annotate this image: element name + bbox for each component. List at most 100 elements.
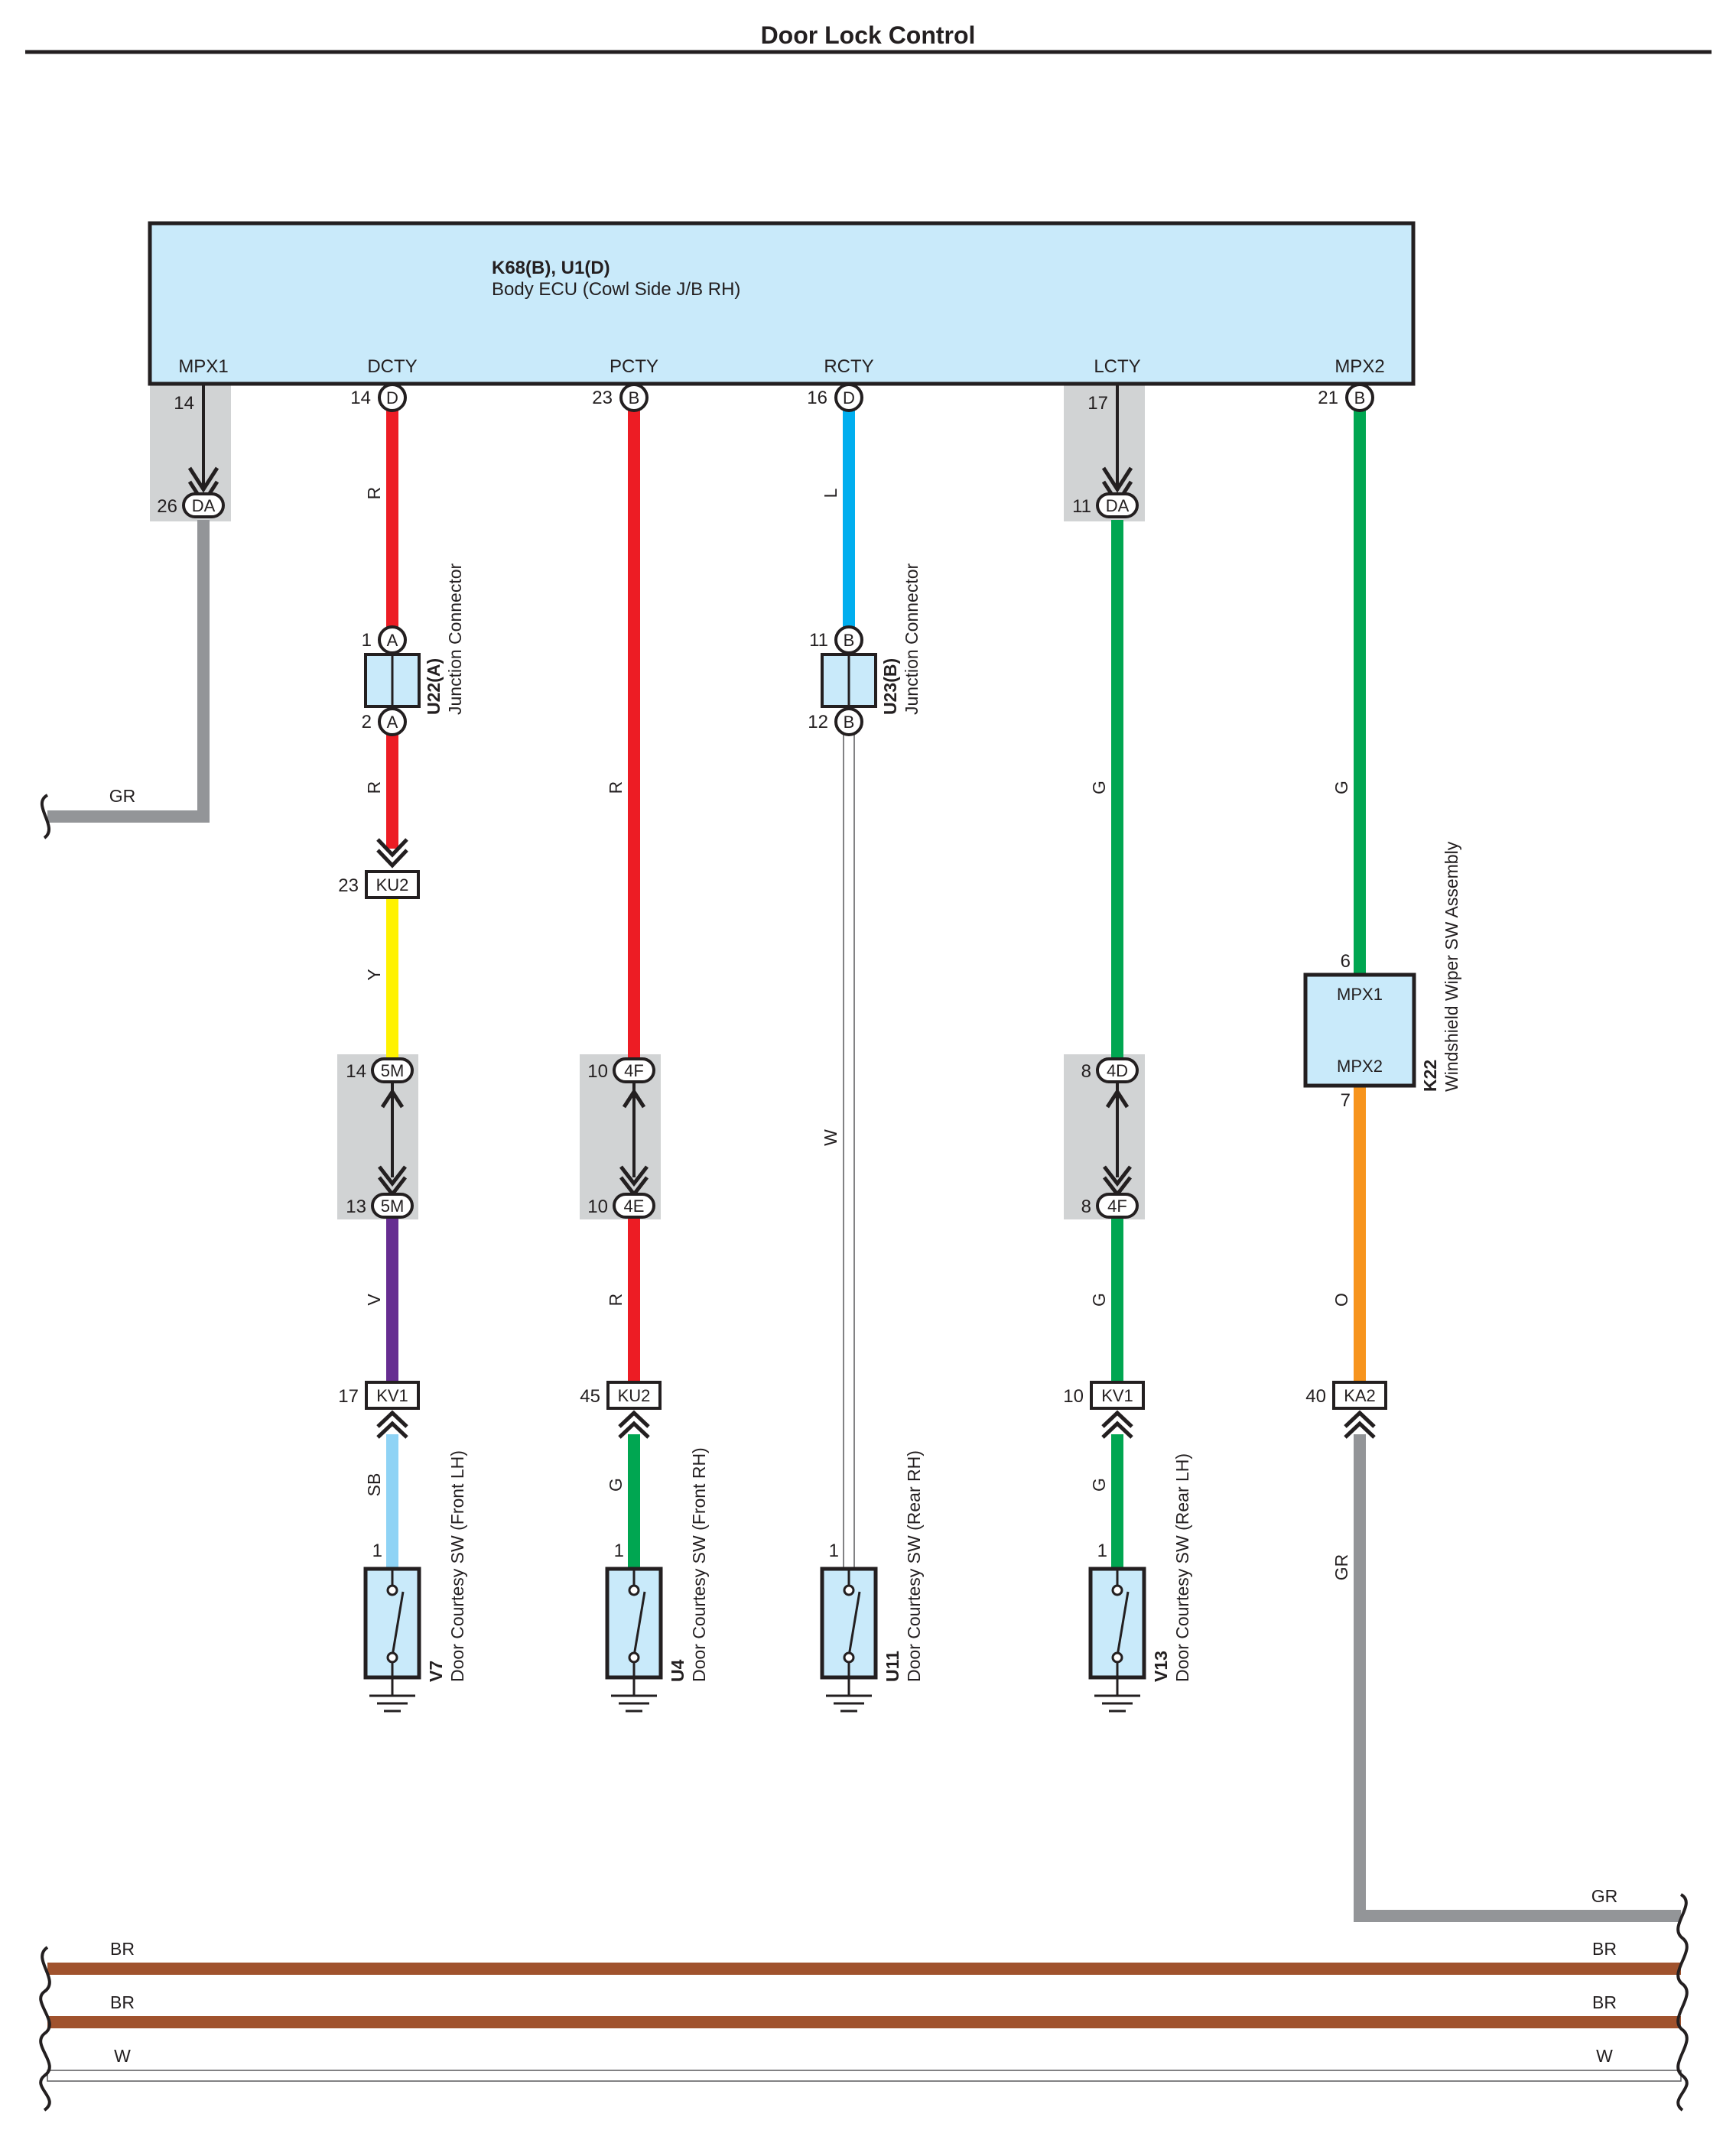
break-bus-right <box>1676 1893 1689 2112</box>
connector-5m: 5M 14 5M 13 <box>346 1057 414 1219</box>
ecu-terminal-lcty: LCTY <box>1094 356 1140 377</box>
pin-number: 14 <box>350 388 371 408</box>
svg-text:G: G <box>1089 781 1109 794</box>
pin-circle <box>378 383 407 412</box>
switch-name: Door Courtesy SW (Front LH) <box>447 1450 467 1682</box>
connector-ku2-top: KU2 23 <box>338 838 420 899</box>
connector-da-right: DA 11 <box>1072 466 1139 518</box>
door-courtesy-switch-u4: 1 U4 Door Courtesy SW (Front RH) <box>605 1447 709 1713</box>
connector-backgrounds <box>150 385 1145 1219</box>
svg-text:MPX2: MPX2 <box>1337 1057 1383 1076</box>
svg-text:R: R <box>606 781 626 794</box>
switch-name: Door Courtesy SW (Rear LH) <box>1172 1453 1192 1682</box>
svg-text:Y: Y <box>364 969 384 980</box>
connector-4d-4f: 4D 8 4F 8 <box>1081 1057 1139 1219</box>
ecu-terminal-mpx2: MPX2 <box>1335 356 1384 377</box>
u23-code: U23(B) <box>880 658 900 715</box>
svg-text:KV1: KV1 <box>1101 1386 1133 1405</box>
ecu-terminal-rcty: RCTY <box>824 356 873 377</box>
pin-number: 16 <box>807 388 827 408</box>
pin-conn-letter: D <box>386 388 398 407</box>
svg-text:11: 11 <box>809 630 828 651</box>
svg-text:1: 1 <box>614 1541 624 1561</box>
svg-text:45: 45 <box>580 1386 600 1407</box>
pin-circle <box>619 383 649 412</box>
switch-code: U4 <box>668 1659 688 1682</box>
svg-text:V: V <box>364 1294 384 1306</box>
svg-text:10: 10 <box>587 1197 608 1217</box>
pin-conn-letter: B <box>629 388 640 407</box>
svg-text:R: R <box>364 781 384 794</box>
pin-number: 21 <box>1318 388 1338 408</box>
ecu-pins: 14 14 D 23 B 16 D 17 21 B <box>174 383 1374 414</box>
svg-text:KU2: KU2 <box>376 875 409 895</box>
svg-text:O: O <box>1331 1293 1351 1307</box>
svg-text:G: G <box>1089 1293 1109 1307</box>
switch-code: V13 <box>1151 1651 1171 1682</box>
svg-text:A: A <box>387 631 398 650</box>
connector-4f-4e: 4F 10 4E 10 <box>587 1057 655 1219</box>
svg-text:MPX1: MPX1 <box>1337 985 1383 1004</box>
svg-text:BR: BR <box>110 1992 135 2012</box>
svg-text:G: G <box>1331 781 1351 794</box>
svg-text:14: 14 <box>346 1061 366 1082</box>
svg-text:KV1: KV1 <box>376 1386 408 1405</box>
u22-code: U22(A) <box>424 658 444 715</box>
wiper-switch-k22: MPX1 MPX2 6 7 K22 Windshield Wiper SW As… <box>1303 841 1461 1111</box>
junction-connector-u23: B 11 B 12 U23(B) Junction Connector <box>808 563 922 736</box>
ground-icon <box>824 1676 873 1713</box>
switch-name: Door Courtesy SW (Rear RH) <box>904 1450 924 1682</box>
svg-text:G: G <box>1089 1478 1109 1492</box>
svg-text:13: 13 <box>346 1197 366 1217</box>
svg-text:BR: BR <box>1592 1939 1617 1959</box>
svg-text:1: 1 <box>829 1541 839 1561</box>
svg-text:GR: GR <box>1331 1554 1351 1581</box>
svg-text:12: 12 <box>808 712 828 732</box>
wiper-name: Windshield Wiper SW Assembly <box>1442 841 1461 1092</box>
pin-conn-letter: D <box>843 388 855 407</box>
wiper-code: K22 <box>1420 1060 1440 1092</box>
svg-text:23: 23 <box>338 875 359 896</box>
svg-text:GR: GR <box>1591 1886 1618 1906</box>
pin-number: 11 <box>1072 496 1091 517</box>
wire-mpx2-gr <box>1354 1434 1681 1922</box>
svg-text:5M: 5M <box>381 1061 405 1080</box>
pin-number: 14 <box>174 393 194 414</box>
svg-text:8: 8 <box>1081 1061 1091 1082</box>
bus-wire-labels: GR GR BR BR BR BR W W <box>109 786 1618 2066</box>
pin-circle <box>834 383 863 412</box>
page-title: Door Lock Control <box>761 21 976 49</box>
ecu-terminal-pcty: PCTY <box>610 356 658 377</box>
door-courtesy-switch-v13: 1 V13 Door Courtesy SW (Rear LH) <box>1088 1453 1192 1713</box>
svg-text:B: B <box>844 713 855 732</box>
wire-gr-left <box>47 520 210 823</box>
svg-text:SB: SB <box>364 1473 384 1497</box>
connector-kv1-right: KV1 10 <box>1063 1381 1145 1439</box>
svg-text:4F: 4F <box>1107 1197 1127 1216</box>
svg-text:W: W <box>1596 2046 1613 2066</box>
svg-text:L: L <box>821 488 840 498</box>
pin-number: 26 <box>157 496 177 517</box>
ground-icon <box>1093 1676 1142 1713</box>
pin-number: 17 <box>1087 393 1108 414</box>
ecu-terminal-mpx1: MPX1 <box>178 356 228 377</box>
bus-wire-w <box>47 2070 1682 2082</box>
svg-text:G: G <box>606 1478 626 1492</box>
door-courtesy-switch-v7: 1 V7 Door Courtesy SW (Front LH) <box>363 1450 467 1713</box>
break-bus-left <box>39 1946 51 2112</box>
svg-text:8: 8 <box>1081 1197 1091 1217</box>
svg-text:R: R <box>606 1294 626 1307</box>
svg-text:4D: 4D <box>1107 1061 1128 1080</box>
switch-code: V7 <box>426 1661 446 1682</box>
svg-text:A: A <box>387 713 398 732</box>
connector-ku2-bottom: KU2 45 <box>580 1381 662 1439</box>
connector-kv1-left: KV1 17 <box>338 1381 420 1439</box>
pin-conn-letter: B <box>1354 388 1366 407</box>
svg-text:6: 6 <box>1341 951 1351 972</box>
svg-text:5M: 5M <box>381 1197 405 1216</box>
junction-connector-u22: A 1 A 2 U22(A) Junction Connector <box>362 563 465 736</box>
ecu-terminal-dcty: DCTY <box>367 356 417 377</box>
svg-text:1: 1 <box>362 630 372 651</box>
svg-text:1: 1 <box>1097 1541 1107 1561</box>
